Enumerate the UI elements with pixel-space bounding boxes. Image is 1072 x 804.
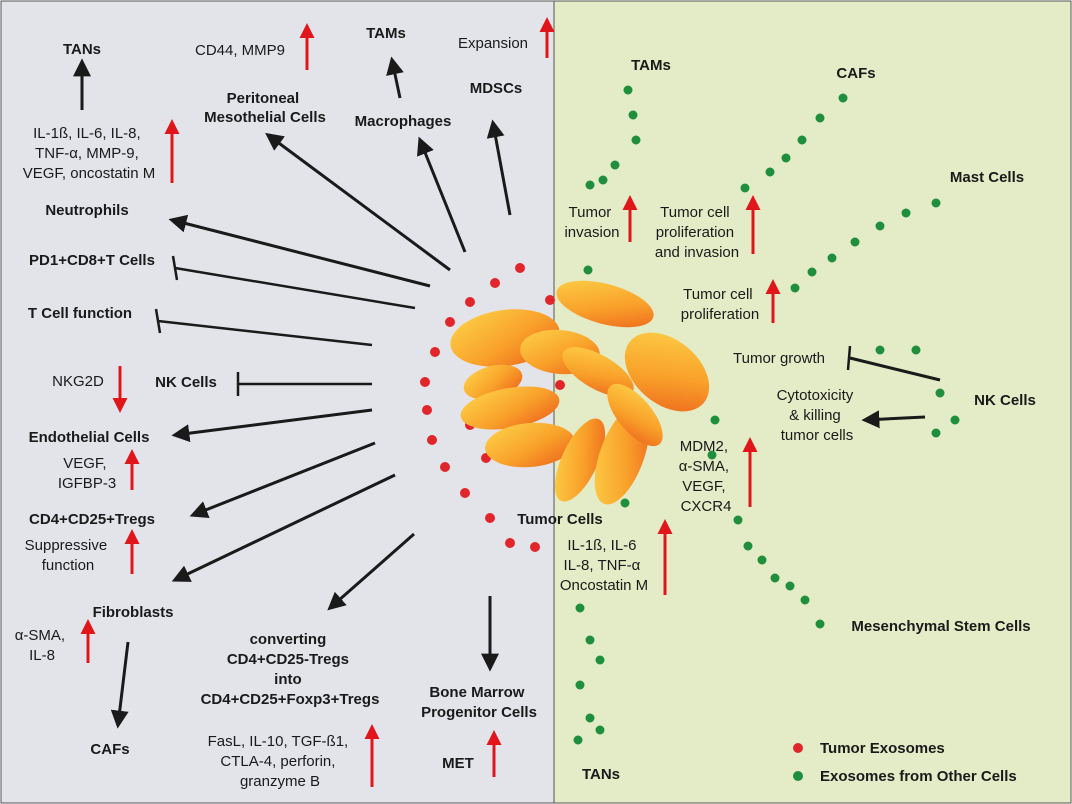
arrow-to-tams (386, 56, 404, 99)
label-tans: TANs (63, 41, 101, 58)
arrow-to-converting (327, 532, 415, 611)
label-endothelial: Endothelial Cells (29, 429, 150, 446)
inhibit-tumor-growth (849, 356, 941, 382)
label-cd44: CD44, MMP9 (195, 42, 285, 59)
label-tumor-prolif: Tumor cell proliferation (681, 286, 759, 323)
right-arrows (846, 345, 941, 429)
arrow-to-tregs (189, 441, 376, 519)
label-suppressive: Suppressive function (25, 537, 112, 574)
label-tams-left: TAMs (366, 25, 406, 42)
label-mdscs: MDSCs (470, 80, 523, 97)
label-mdm2: MDM2, α-SMA, VEGF, CXCR4 (679, 438, 734, 515)
arrow-to-macrophages (417, 136, 467, 253)
label-tumor-growth: Tumor growth (733, 350, 825, 367)
label-tams-right: TAMs (631, 57, 671, 74)
inhibit-pd1 (174, 266, 416, 310)
legend-other-dot (793, 771, 803, 781)
arrow-to-fibroblasts (171, 473, 396, 582)
inhibit-tcell (157, 319, 373, 347)
label-il-factors: IL-1ß, IL-6 IL-8, TNF-α Oncostatin M (560, 537, 648, 594)
label-mast-cells: Mast Cells (950, 169, 1024, 186)
label-nk-right: NK Cells (974, 392, 1036, 409)
label-prolif-invasion: Tumor cell proliferation and invasion (655, 204, 739, 261)
label-nkg2d: NKG2D (52, 373, 104, 390)
label-endo-factors: VEGF, IGFBP-3 (58, 455, 116, 492)
legend-other-label: Exosomes from Other Cells (820, 768, 1017, 785)
arrow-to-peritoneal (265, 132, 451, 272)
label-tumor-invasion: Tumor invasion (564, 204, 619, 241)
label-fibroblasts: Fibroblasts (93, 604, 174, 621)
label-cafs-left: CAFs (90, 741, 129, 758)
label-cafs-right: CAFs (836, 65, 875, 82)
arrow-to-cytotoxicity (861, 410, 926, 429)
arrow-to-neutrophils (168, 214, 431, 288)
arrow-to-mdscs (486, 119, 512, 216)
label-bone-marrow: Bone Marrow Progenitor Cells (421, 684, 537, 721)
label-tumor-cells: Tumor Cells (517, 511, 603, 528)
label-peritoneal: Peritoneal Mesothelial Cells (204, 90, 326, 126)
label-tans-right: TANs (582, 766, 620, 783)
tumor-cells (450, 280, 710, 505)
label-pd1: PD1+CD8+T Cells (29, 252, 155, 269)
label-cytotoxicity: Cytotoxicity & killing tumor cells (777, 387, 858, 444)
label-macrophages: Macrophages (355, 113, 452, 130)
label-met: MET (442, 755, 474, 772)
legend-tumor-dot (793, 743, 803, 753)
label-conv-factors: FasL, IL-10, TGF-ß1, CTLA-4, perforin, g… (208, 733, 353, 790)
legend-tumor-label: Tumor Exosomes (820, 740, 945, 757)
label-converting: converting CD4+CD25-Tregs into CD4+CD25+… (201, 631, 380, 708)
label-tans-factors: IL-1ß, IL-6, IL-8, TNF-α, MMP-9, VEGF, o… (23, 125, 156, 182)
label-fibro-factors: α-SMA, IL-8 (15, 627, 70, 664)
label-tregs: CD4+CD25+Tregs (29, 511, 155, 528)
other-exosome-dots (573, 85, 960, 745)
arrow-to-endothelial (171, 408, 373, 443)
inhibition-lines (154, 255, 416, 396)
legend: Tumor Exosomes Exosomes from Other Cells (793, 740, 1017, 785)
tumor-exosome-dots (420, 263, 565, 552)
left-arrows (73, 56, 512, 729)
red-up-arrows (80, 17, 781, 787)
label-neutrophils: Neutrophils (45, 202, 128, 219)
label-nk-left: NK Cells (155, 374, 217, 391)
label-tcell: T Cell function (28, 305, 132, 322)
label-expansion: Expansion (458, 35, 528, 52)
arrow-to-cafs (110, 641, 130, 729)
label-msc: Mesenchymal Stem Cells (851, 618, 1030, 635)
